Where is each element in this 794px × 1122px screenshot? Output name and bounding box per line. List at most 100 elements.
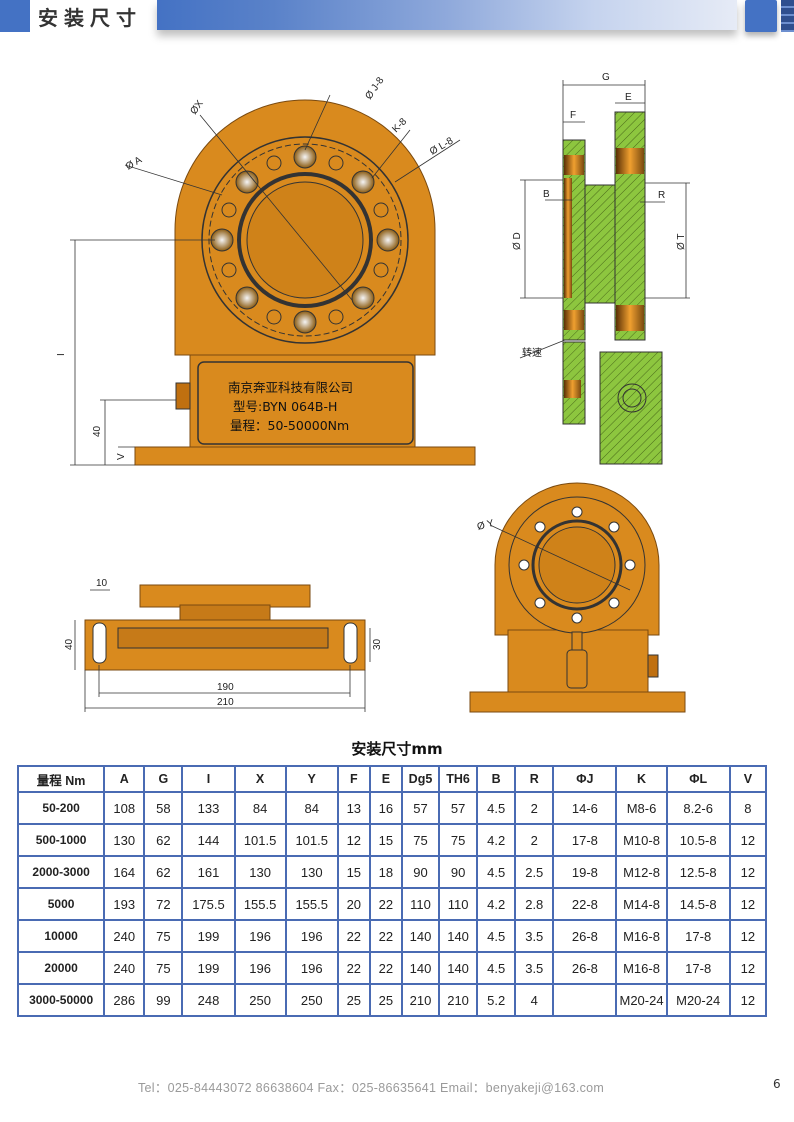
table-cell: 12.5-8: [665, 855, 731, 889]
table-cell: 199: [181, 919, 236, 953]
table-cell: 4.2: [476, 823, 517, 857]
table-cell: M16-8: [615, 951, 668, 985]
label-f: F: [570, 110, 576, 121]
table-cell: 2.5: [514, 855, 555, 889]
label-y: Ø Y: [476, 518, 496, 533]
table-cell: 12: [728, 919, 768, 953]
table-cell: 99: [143, 983, 184, 1017]
table-cell: 2.8: [514, 887, 555, 921]
range-cell: 2000-3000: [16, 855, 106, 889]
table-cell: 12: [728, 823, 768, 857]
nameplate-range: 量程：50-50000Nm: [230, 418, 349, 433]
table-cell: 14-6: [552, 791, 618, 825]
label-40: 40: [92, 425, 103, 437]
table-cell: 14.5-8: [665, 887, 731, 921]
table-cell: 140: [400, 919, 441, 953]
table-cell: 4.5: [476, 919, 517, 953]
rear-view: Ø Y: [469, 482, 686, 713]
column-header: X: [233, 765, 287, 793]
label-x: ØX: [188, 98, 205, 116]
label-r: R: [658, 190, 665, 201]
nameplate-company: 南京奔亚科技有限公司: [228, 380, 353, 395]
table-cell: 3.5: [514, 951, 555, 985]
table-cell: M20-24: [665, 983, 731, 1017]
table-cell: 140: [438, 919, 479, 953]
range-cell: 10000: [16, 919, 106, 953]
range-cell: 20000: [16, 951, 106, 985]
table-cell: 4: [514, 983, 555, 1017]
column-header: TH6: [438, 765, 479, 793]
table-cell: 4.5: [476, 951, 517, 985]
column-header: Y: [284, 765, 339, 793]
table-cell: 18: [368, 855, 403, 889]
column-header: ΦL: [665, 765, 731, 793]
column-header: A: [103, 765, 146, 793]
table-cell: 164: [103, 855, 146, 889]
table-cell: 84: [233, 791, 287, 825]
table-cell: 84: [284, 791, 339, 825]
table-cell: 250: [284, 983, 339, 1017]
label-b: B: [543, 189, 550, 200]
table-cell: 75: [438, 823, 479, 857]
section-view: G F E B R Ø D Ø T 转速: [512, 72, 690, 465]
label-v: V: [116, 453, 127, 460]
label-10: 10: [96, 578, 108, 589]
column-header: E: [368, 765, 403, 793]
column-header: I: [181, 765, 236, 793]
label-e: E: [625, 92, 632, 103]
table-cell: 199: [181, 951, 236, 985]
header-square: [745, 0, 777, 32]
table-cell: 8.2-6: [665, 791, 731, 825]
front-view: ØX Ø J-8 K-8 Ø L-8 Ø A I 40 V 南京奔亚科技有限公司…: [56, 75, 476, 466]
table-cell: 12: [728, 887, 768, 921]
range-cell: 500-1000: [16, 823, 106, 857]
column-header: B: [476, 765, 517, 793]
header-gradient-bar: [157, 0, 737, 30]
column-header: V: [728, 765, 768, 793]
table-cell: M10-8: [615, 823, 668, 857]
table-cell: 175.5: [181, 887, 236, 921]
nameplate-model: 型号:BYN 064B-H: [233, 399, 337, 414]
table-cell: 130: [284, 855, 339, 889]
table-cell: 110: [438, 887, 479, 921]
table-cell: 62: [143, 855, 184, 889]
label-190: 190: [217, 682, 234, 693]
table-cell: 12: [728, 951, 768, 985]
label-g: G: [602, 72, 610, 83]
label-j: Ø J-8: [363, 75, 386, 102]
column-header: G: [143, 765, 184, 793]
column-header: R: [514, 765, 555, 793]
table-title: 安装尺寸mm: [351, 740, 443, 758]
header-edge: [781, 0, 794, 32]
table-cell: 22: [368, 919, 403, 953]
table-cell: 2: [514, 823, 555, 857]
table-cell: 25: [336, 983, 371, 1017]
table-cell: 196: [284, 951, 339, 985]
header-left-block: [0, 0, 30, 32]
column-header: F: [336, 765, 371, 793]
table-cell: 57: [438, 791, 479, 825]
table-cell: 130: [233, 855, 287, 889]
table-cell: 240: [103, 919, 146, 953]
table-cell: 140: [400, 951, 441, 985]
table-cell: 3.5: [514, 919, 555, 953]
table-cell: 75: [143, 919, 184, 953]
top-view: 10 40 30 190 210: [64, 578, 383, 712]
table-cell: 144: [181, 823, 236, 857]
table-cell: 25: [368, 983, 403, 1017]
table-cell: 22: [368, 951, 403, 985]
table-cell: 5.2: [476, 983, 517, 1017]
table-cell: 72: [143, 887, 184, 921]
table-cell: 210: [400, 983, 441, 1017]
table-cell: 101.5: [233, 823, 287, 857]
range-cell: 50-200: [16, 791, 106, 825]
table-cell: 155.5: [284, 887, 339, 921]
table-cell: 155.5: [233, 887, 287, 921]
table-cell: M14-8: [615, 887, 668, 921]
